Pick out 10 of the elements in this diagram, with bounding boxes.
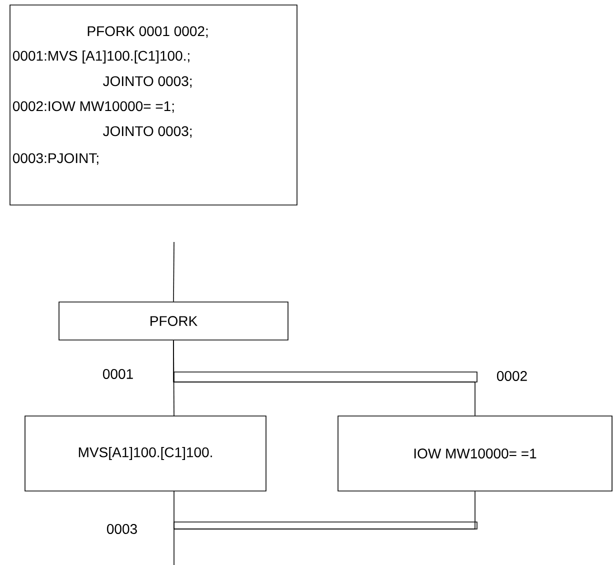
connector-line	[173, 340, 476, 416]
process-box: IOW MW10000= =1	[338, 416, 612, 492]
code-box: PFORK 0001 0002; 0001:MVS [A1]100.[C1]100.; JOINTO 0003; 0002:IOW MW10000= =1; JOINTO 0003; 0003:PJOINT;	[10, 4, 298, 206]
branch-label: 0002	[496, 371, 527, 381]
branch-label: 0001	[102, 369, 133, 379]
process-box: MVS[A1]100.[C1]100.	[24, 416, 266, 492]
connector-line	[174, 491, 476, 530]
connector-line	[173, 242, 174, 302]
branch-label: 0003	[106, 524, 137, 534]
process-box: PFORK	[58, 302, 288, 340]
